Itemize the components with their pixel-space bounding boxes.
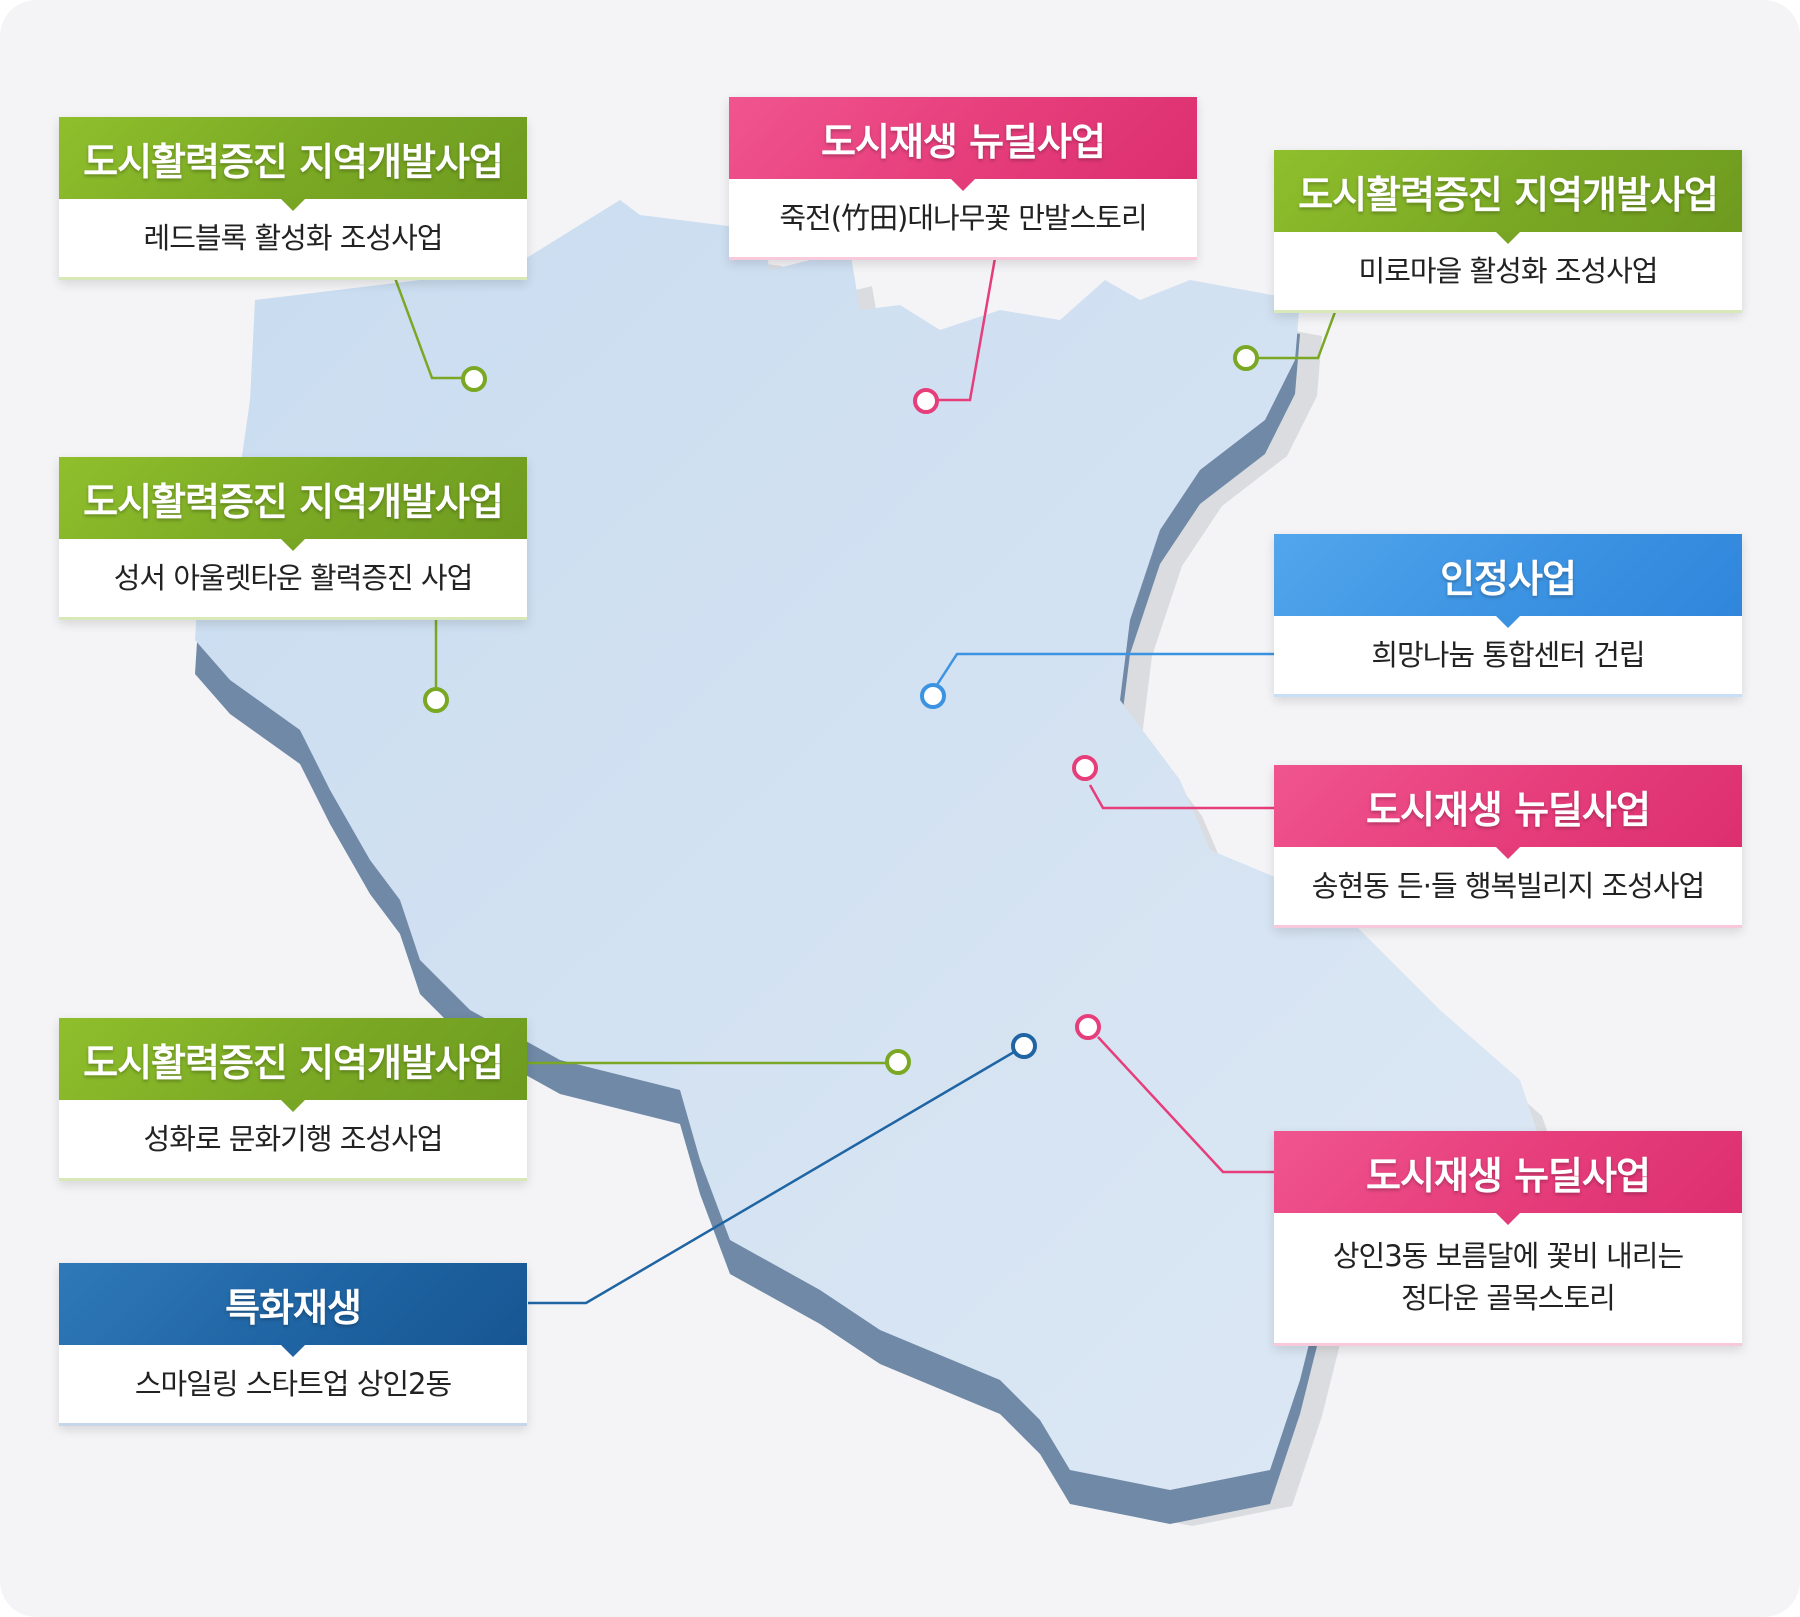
- location-marker-c9[interactable]: [1011, 1033, 1037, 1059]
- map-surface: [195, 200, 1540, 1490]
- card-project-title: 성서 아울렛타운 활력증진 사업: [59, 539, 527, 617]
- card-project-title: 희망나눔 통합센터 건립: [1274, 616, 1742, 694]
- card-project-title: 성화로 문화기행 조성사업: [59, 1100, 527, 1178]
- leader-line-c1: [393, 277, 465, 380]
- card-category: 인정사업: [1274, 534, 1742, 628]
- card-category: 도시재생 뉴딜사업: [1274, 765, 1742, 859]
- project-card-seonghwa-road[interactable]: 도시활력증진 지역개발사업 성화로 문화기행 조성사업: [59, 1018, 527, 1181]
- leader-line-c2: [935, 257, 997, 402]
- card-project-title: 스마일링 스타트업 상인2동: [59, 1345, 527, 1423]
- project-card-seongseo-outlet[interactable]: 도시활력증진 지역개발사업 성서 아울렛타운 활력증진 사업: [59, 457, 527, 620]
- project-card-smiling-startup[interactable]: 특화재생 스마일링 스타트업 상인2동: [59, 1263, 527, 1426]
- leader-line-c8: [1097, 1036, 1275, 1174]
- project-card-jukjeon[interactable]: 도시재생 뉴딜사업 죽전(竹田)대나무꽃 만발스토리: [729, 97, 1197, 260]
- project-card-miro-village[interactable]: 도시활력증진 지역개발사업 미로마을 활성화 조성사업: [1274, 150, 1742, 313]
- card-project-title-line1: 상인3동 보름달에 꽃비 내리는: [1332, 1239, 1684, 1273]
- leader-line-c9: [528, 1050, 1015, 1305]
- card-project-title-line2: 정다운 골목스토리: [1401, 1281, 1616, 1315]
- location-marker-c4[interactable]: [423, 687, 449, 713]
- location-marker-c8[interactable]: [1075, 1014, 1101, 1040]
- location-marker-c1[interactable]: [461, 366, 487, 392]
- location-marker-c5[interactable]: [920, 683, 946, 709]
- project-card-songhyeon-village[interactable]: 도시재생 뉴딜사업 송현동 든·들 행복빌리지 조성사업: [1274, 765, 1742, 928]
- card-category: 도시재생 뉴딜사업: [1274, 1131, 1742, 1225]
- card-category: 도시활력증진 지역개발사업: [59, 1018, 527, 1112]
- card-project-title: 상인3동 보름달에 꽃비 내리는 정다운 골목스토리: [1274, 1213, 1742, 1343]
- location-marker-c6[interactable]: [1072, 755, 1098, 781]
- location-marker-c2[interactable]: [913, 388, 939, 414]
- location-marker-c3[interactable]: [1233, 345, 1259, 371]
- card-category: 도시재생 뉴딜사업: [729, 97, 1197, 191]
- card-project-title: 송현동 든·들 행복빌리지 조성사업: [1274, 847, 1742, 925]
- card-category: 도시활력증진 지역개발사업: [1274, 150, 1742, 244]
- leader-line-c3: [1258, 311, 1337, 360]
- card-category: 도시활력증진 지역개발사업: [59, 457, 527, 551]
- location-marker-c7[interactable]: [885, 1049, 911, 1075]
- leader-line-c6: [1088, 784, 1275, 810]
- project-card-red-block[interactable]: 도시활력증진 지역개발사업 레드블록 활성화 조성사업: [59, 117, 527, 280]
- card-category: 도시활력증진 지역개발사업: [59, 117, 527, 211]
- leader-line-c5: [933, 652, 1275, 689]
- card-project-title: 레드블록 활성화 조성사업: [59, 199, 527, 277]
- project-card-hope-center[interactable]: 인정사업 희망나눔 통합센터 건립: [1274, 534, 1742, 697]
- card-category: 특화재생: [59, 1263, 527, 1357]
- card-project-title: 미로마을 활성화 조성사업: [1274, 232, 1742, 310]
- project-card-sangin3dong[interactable]: 도시재생 뉴딜사업 상인3동 보름달에 꽃비 내리는 정다운 골목스토리: [1274, 1131, 1742, 1346]
- card-project-title: 죽전(竹田)대나무꽃 만발스토리: [729, 179, 1197, 257]
